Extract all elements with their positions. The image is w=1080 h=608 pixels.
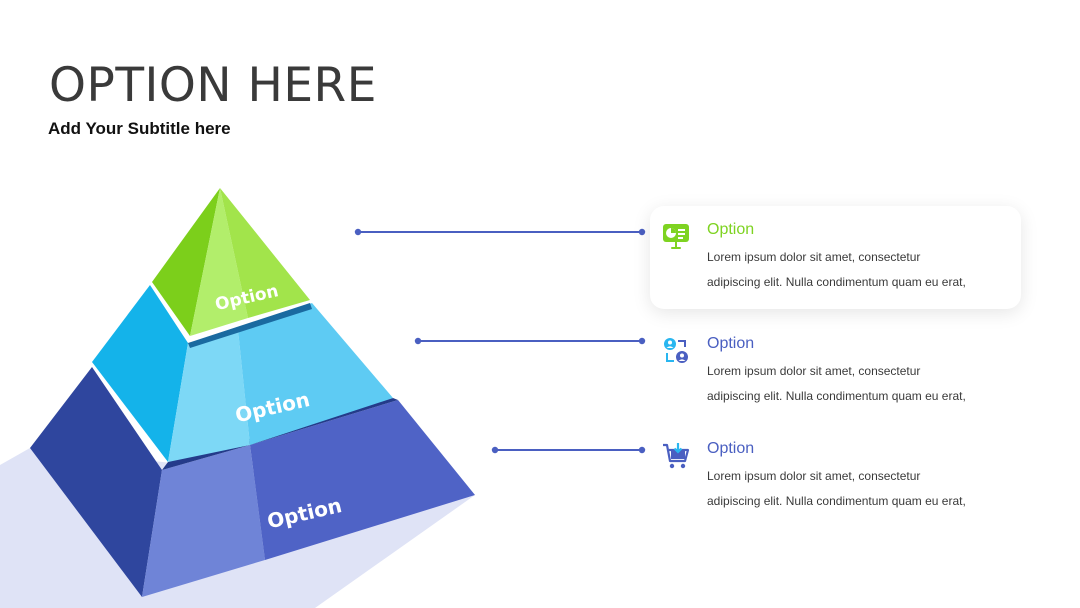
description-line: Lorem ipsum dolor sit amet, consectetur xyxy=(707,364,921,378)
option-description: Lorem ipsum dolor sit amet, consectetur … xyxy=(707,359,1007,409)
description-line: adipiscing elit. Nulla condimentum quam … xyxy=(707,389,966,403)
pyramid-tier-top xyxy=(152,188,310,336)
description-line: adipiscing elit. Nulla condimentum quam … xyxy=(707,494,966,508)
description-line: adipiscing elit. Nulla condimentum quam … xyxy=(707,275,966,289)
connector-1 xyxy=(354,228,646,236)
description-line: Lorem ipsum dolor sit amet, consectetur xyxy=(707,469,921,483)
option-title: Option xyxy=(707,221,755,238)
option-title: Option xyxy=(707,335,755,352)
pyramid-tier-middle xyxy=(92,285,393,462)
pyramid-tier-bottom xyxy=(30,367,475,597)
page-title: OPTION HERE xyxy=(49,58,377,113)
highlight-card xyxy=(650,206,1021,309)
description-line: Lorem ipsum dolor sit amet, consectetur xyxy=(707,250,921,264)
option-title: Option xyxy=(707,440,755,457)
connector-3 xyxy=(491,446,646,454)
presentation-chart-icon xyxy=(663,224,689,249)
shopping-cart-icon xyxy=(663,443,690,469)
connector-2 xyxy=(414,337,646,345)
option-description: Lorem ipsum dolor sit amet, consectetur … xyxy=(707,464,1007,514)
page-subtitle: Add Your Subtitle here xyxy=(48,119,231,138)
option-description: Lorem ipsum dolor sit amet, consectetur … xyxy=(707,245,1007,295)
user-exchange-icon xyxy=(664,338,688,363)
